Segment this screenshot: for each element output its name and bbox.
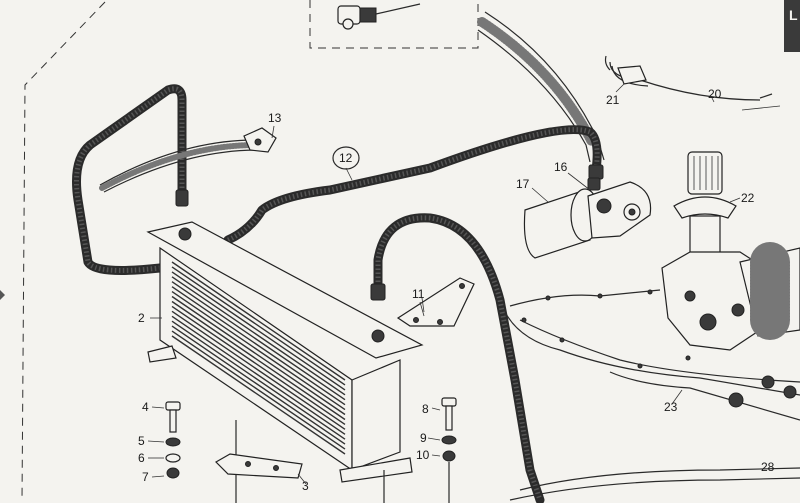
cooler-fin: [171, 335, 346, 455]
callout-4: 4: [142, 400, 149, 414]
hose-12: [223, 125, 604, 245]
callout-13: 13: [268, 111, 282, 125]
callout-22: 22: [741, 191, 755, 205]
left-edge-marker: [0, 290, 5, 300]
cooler-fin: [171, 276, 346, 396]
callout-12: 12: [339, 151, 353, 165]
sender-wire: [604, 55, 773, 103]
fasteners-left: [147, 401, 181, 479]
callout-5: 5: [138, 434, 145, 448]
pump-22: [661, 151, 800, 351]
callout-10: 10: [416, 448, 430, 462]
cooler-fin: [171, 261, 346, 381]
cooler-fin: [171, 271, 346, 391]
callout-21: 21: [606, 93, 620, 107]
hose-to-sump: [370, 213, 545, 503]
breather-tube: [477, 11, 605, 163]
clamp-13: [99, 127, 277, 193]
callout-28: 28: [761, 460, 775, 474]
cooler-fin: [171, 281, 346, 401]
cooler-fin: [171, 330, 346, 450]
corner-overlay-box: L: [784, 0, 800, 52]
cooler-fins: [171, 261, 346, 455]
callout-12-circle: [332, 146, 360, 170]
callout-23: 23: [664, 400, 678, 414]
cooler-fin: [171, 286, 346, 406]
callout-20: 20: [708, 87, 722, 101]
cooler-fin: [171, 310, 346, 430]
callout-3: 3: [302, 479, 309, 493]
callout-8: 8: [422, 402, 429, 416]
cooler-fin: [171, 266, 346, 386]
bracket-3: [215, 453, 307, 485]
cooler-fin: [171, 305, 346, 425]
callout-2: 2: [138, 311, 145, 325]
callout-6: 6: [138, 451, 145, 465]
corner-box-letter: L: [789, 7, 798, 23]
fasteners-right: [427, 397, 457, 503]
sump-pan: [504, 289, 800, 501]
cooler-fin: [171, 295, 346, 416]
cooler-fin: [171, 291, 346, 411]
thermostat-housing: [523, 172, 652, 259]
leader-lines: [150, 105, 781, 319]
oil-cooler: [146, 221, 424, 503]
callout-16: 16: [554, 160, 568, 174]
callout-9: 9: [420, 431, 427, 445]
cooler-fin: [171, 325, 346, 445]
callout-labels: 2 3 4 5 6 7 8 9 10 11 12 13 16 17 20 21 …: [138, 87, 775, 493]
cooler-fin: [171, 320, 346, 440]
callout-11: 11: [412, 287, 425, 301]
top-inset-fitting: [337, 3, 421, 30]
bracket-11: [396, 277, 475, 327]
cooler-fin: [171, 300, 346, 421]
callout-17: 17: [516, 177, 530, 191]
hose-left-loop: [72, 84, 189, 275]
callout-7: 7: [142, 470, 149, 484]
cooler-fin: [171, 315, 346, 435]
